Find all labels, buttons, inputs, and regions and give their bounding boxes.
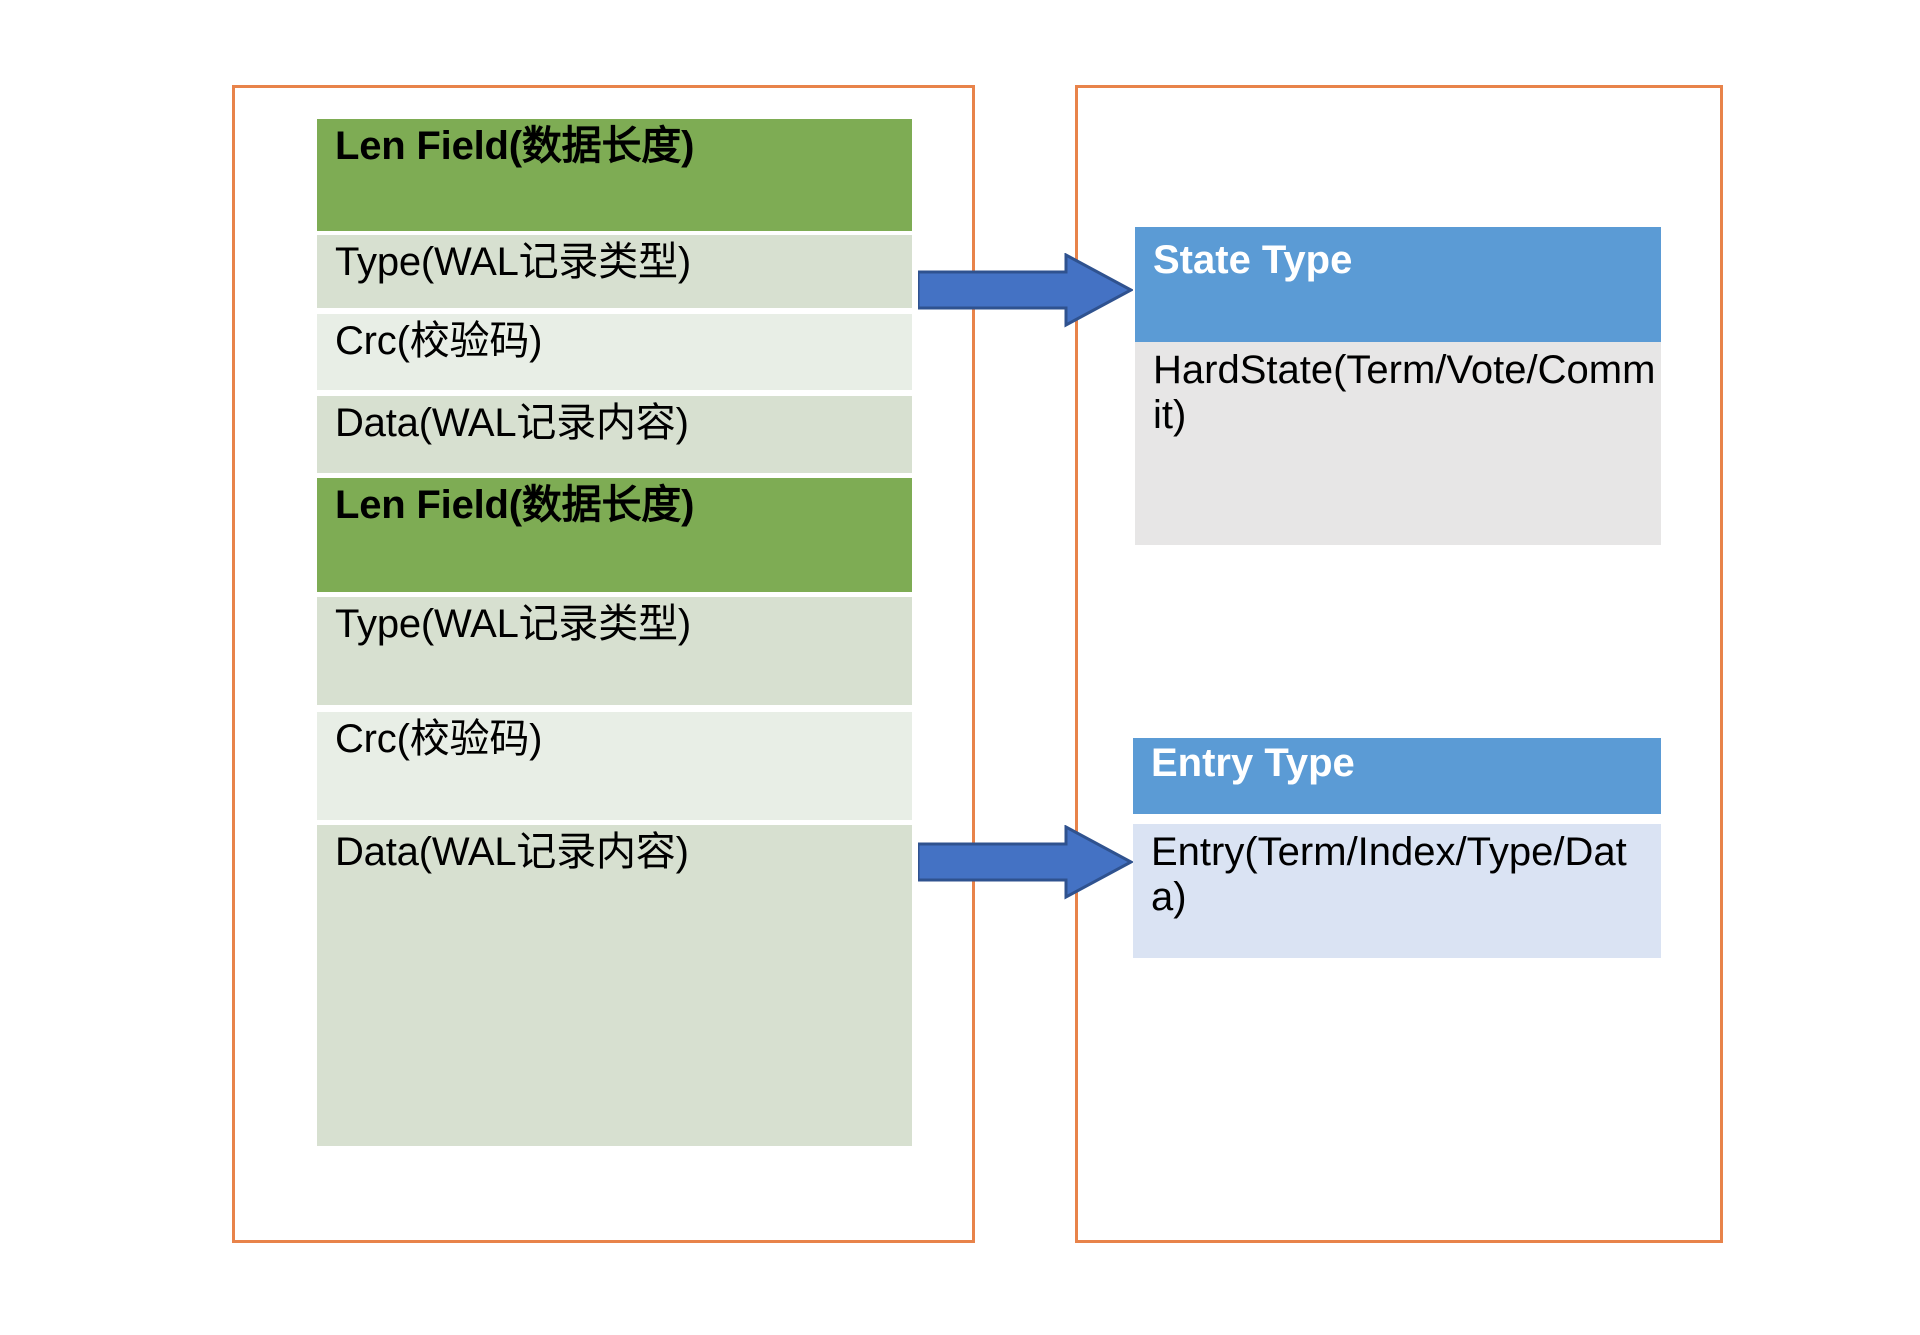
wal-row-label: Crc(校验码) [335,319,543,363]
wal-row-crc-2: Crc(校验码) [317,712,912,820]
arrow-to-state-type-icon [918,253,1133,328]
wal-row-type-1: Type(WAL记录类型) [317,235,912,308]
wal-row-label: Data(WAL记录内容) [335,401,689,445]
entry-type-card: Entry Type Entry(Term/Index/Type/Data) [1133,738,1661,958]
wal-row-crc-1: Crc(校验码) [317,314,912,390]
wal-records-panel [232,85,975,1243]
state-type-card: State Type HardState(Term/Vote/Commit) [1135,227,1661,545]
entry-type-card-title: Entry Type [1133,738,1661,814]
arrow-to-entry-type-icon [918,825,1133,900]
wal-row-label: Type(WAL记录类型) [335,240,691,284]
record-types-panel [1075,85,1723,1243]
wal-row-label: Len Field(数据长度) [335,124,695,168]
entry-type-card-body: Entry(Term/Index/Type/Data) [1133,824,1661,958]
wal-row-label: Data(WAL记录内容) [335,830,689,874]
wal-row-label: Len Field(数据长度) [335,483,695,527]
wal-row-label: Type(WAL记录类型) [335,602,691,646]
wal-row-data-2: Data(WAL记录内容) [317,825,912,1146]
wal-row-data-1: Data(WAL记录内容) [317,396,912,473]
state-type-card-title: State Type [1135,227,1661,342]
wal-row-len-field-1: Len Field(数据长度) [317,119,912,231]
state-type-card-body: HardState(Term/Vote/Commit) [1135,342,1661,545]
wal-row-label: Crc(校验码) [335,717,543,761]
wal-row-type-2: Type(WAL记录类型) [317,597,912,705]
wal-row-len-field-2: Len Field(数据长度) [317,478,912,592]
